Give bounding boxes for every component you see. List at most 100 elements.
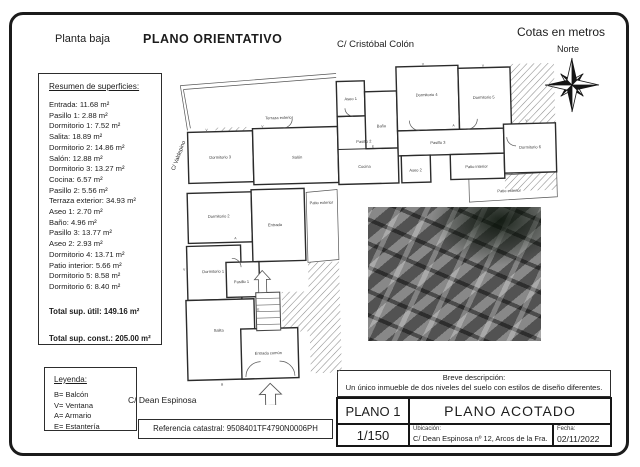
legend-title: Leyenda:	[54, 375, 87, 384]
summary-line: Dormitorio 6: 8.40 m²	[49, 281, 121, 291]
summary-line: Aseo 1: 2.70 m²	[49, 207, 103, 217]
location-value: C/ Dean Espinosa nº 12, Arcos de la Fra.	[413, 434, 548, 443]
entrance-arrow-icon	[258, 382, 283, 405]
room-label-dormitorio-4: Dormitorio 4	[416, 92, 439, 98]
room-label-entrada: Entrada	[268, 222, 283, 227]
summary-line: Terraza exterior: 34.93 m²	[49, 196, 136, 206]
terrace-boundary	[179, 73, 337, 131]
summary-line: Salita: 18.89 m²	[49, 132, 103, 142]
plan-id: PLANO 1	[338, 399, 410, 423]
room-label-patio-exterior-top: Patio exterior	[310, 200, 334, 206]
door-arc	[467, 118, 478, 130]
room-label-pasillo-3: Pasillo 3	[430, 140, 446, 145]
room-label-salita: Salita	[214, 328, 225, 333]
hatch-zone	[307, 261, 342, 374]
wardrobe-marker: A	[452, 123, 455, 127]
wardrobe-marker: A	[234, 236, 237, 240]
window-marker: V	[422, 62, 425, 66]
hatch-zone	[504, 171, 558, 192]
room-label-patio-exterior-right: Patio exterior	[497, 188, 521, 194]
legend-item: A= Armario	[54, 411, 92, 420]
room-label-salon: Salón	[292, 154, 302, 159]
summary-line: Entrada: 11.68 m²	[49, 100, 110, 109]
page-title: PLANO ORIENTATIVO	[143, 32, 283, 46]
balcony-marker: B	[221, 383, 223, 387]
cadastral-reference: Referencia catastral: 9508401TF4790N0006…	[138, 419, 333, 439]
summary-line: Pasillo 3: 13.77 m²	[49, 228, 112, 238]
room-label-aseo-1: Aseo 1	[344, 96, 357, 101]
street-label-bottom: C/ Dean Espinosa	[128, 395, 197, 405]
summary-line: Baño: 4.96 m²	[49, 217, 97, 227]
legend-item: V= Ventana	[54, 400, 93, 410]
summary-line: Cocina: 6.57 m²	[49, 174, 103, 184]
room-label-aseo-2: Aseo 2	[409, 167, 422, 172]
floor-plan-drawing: Terraza exterior Aseo 1 Baño Dormitorio …	[171, 62, 558, 405]
description-text: Un único inmueble de dos niveles del sue…	[345, 382, 603, 392]
door-arc	[283, 118, 293, 129]
room-label-pasillo-2: Pasillo 2	[356, 139, 372, 144]
door-arc	[231, 257, 242, 268]
room-label-entrada-comun: Entrada común	[255, 350, 282, 356]
room-dormitorio-6	[502, 122, 558, 174]
location-label: Ubicación:	[413, 426, 442, 432]
summary-line: Patio interior: 5.66 m²	[49, 260, 122, 270]
room-label-dormitorio-3: Dormitorio 3	[209, 154, 232, 160]
room-label-cocina: Cocina	[358, 164, 371, 169]
date-value: 02/11/2022	[557, 434, 600, 444]
window-marker: V	[183, 268, 186, 272]
summary-line: Salón: 12.88 m²	[49, 153, 103, 163]
aerial-photo	[368, 207, 541, 341]
room-dormitorio-4	[395, 64, 461, 132]
legend-item: E= Estantería	[54, 421, 100, 431]
page-border	[9, 12, 629, 456]
room-label-dormitorio-5: Dormitorio 5	[473, 94, 496, 100]
window-marker: V	[205, 128, 208, 132]
room-label-dormitorio-6: Dormitorio 6	[519, 144, 542, 150]
plan-scale: 1/150	[338, 425, 410, 445]
summary-line: Pasillo 1: 2.88 m²	[49, 110, 108, 120]
legend-item: B= Balcón	[54, 390, 89, 399]
surface-summary-panel: Resumen de superficies: Entrada: 11.68 m…	[38, 73, 162, 345]
plan-date-cell: Fecha: 02/11/2022	[554, 425, 610, 445]
room-label-terraza-exterior: Terraza exterior	[265, 115, 294, 121]
summary-line: Dormitorio 2: 14.86 m²	[49, 142, 125, 152]
window-marker: V	[482, 64, 485, 68]
window-marker: V	[525, 119, 528, 123]
date-label: Fecha:	[557, 426, 576, 432]
summary-line: Dormitorio 4: 13.71 m²	[49, 249, 125, 259]
description-title: Breve descripción:	[442, 373, 506, 382]
street-label-top: C/ Cristóbal Colón	[337, 39, 415, 50]
description-box: Breve descripción: Un único inmueble de …	[337, 370, 611, 397]
total-built-area: Total sup. const.: 205.00 m²	[49, 333, 151, 343]
room-pasillo-3	[396, 127, 505, 157]
stairs-up-arrow-icon	[253, 269, 272, 294]
hatch-zone	[281, 291, 310, 333]
street-label-left: C/ Valdepino	[171, 140, 188, 171]
entry-double-door-arc	[245, 360, 296, 377]
summary-title: Resumen de superficies:	[49, 82, 140, 91]
room-label-dormitorio-1: Dormitorio 1	[202, 269, 225, 275]
plan-name: PLANO ACOTADO	[444, 403, 576, 419]
hatch-zone	[509, 62, 556, 124]
patio-exterior-top-outline	[305, 189, 340, 263]
room-label-bano: Baño	[377, 123, 387, 128]
total-useful-area: Total sup. útil: 149.16 m²	[49, 306, 140, 316]
floor-label: Planta baja	[55, 33, 111, 45]
summary-line: Dormitorio 5: 8.58 m²	[49, 271, 121, 281]
patio-exterior-right-outline	[468, 171, 558, 203]
summary-line: Aseo 2: 2.93 m²	[49, 239, 103, 249]
door-arc	[408, 120, 420, 131]
room-aseo-2	[400, 154, 432, 184]
room-label-pasillo-1: Pasillo 1	[234, 279, 250, 284]
shelf-marker: E	[257, 308, 259, 312]
room-label-patio-interior: Patio interior	[465, 164, 488, 170]
summary-line: Dormitorio 3: 13.27 m²	[49, 164, 125, 174]
room-label-dormitorio-2: Dormitorio 2	[208, 213, 231, 219]
door-arc	[506, 137, 517, 147]
legend-panel: Leyenda: B= Balcón V= Ventana A= Armario…	[44, 367, 137, 431]
compass-label: Norte	[557, 44, 580, 54]
stairs	[255, 291, 282, 332]
title-block: PLANO 1 PLANO ACOTADO 1/150 Ubicación: C…	[336, 397, 612, 447]
summary-line: Pasillo 2: 5.56 m²	[49, 185, 108, 195]
window-marker: V	[261, 124, 264, 128]
